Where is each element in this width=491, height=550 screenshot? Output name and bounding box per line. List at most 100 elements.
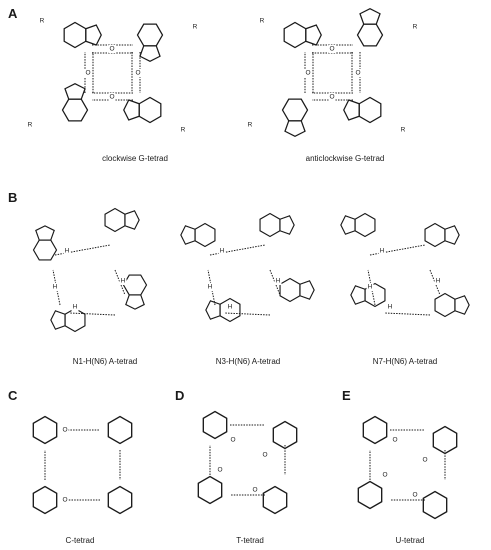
adenine-base (259, 212, 295, 238)
adenine-base (104, 207, 140, 233)
adenine-base (32, 225, 58, 261)
panel-letter-c: C (8, 388, 18, 403)
r-group-label: R (413, 24, 418, 31)
six-ring (434, 292, 456, 318)
carbonyl-o-label: O (252, 487, 257, 494)
six-ring (107, 415, 133, 445)
carbonyl-o-label: O (62, 427, 67, 434)
adenine-base (180, 222, 216, 248)
carbonyl-o-label: O (85, 70, 90, 77)
amine-h-label: H (276, 278, 281, 285)
six-ring (362, 415, 388, 445)
atom-mask (274, 277, 282, 285)
panel-letter-e: E (342, 388, 351, 403)
guanine-base (61, 83, 89, 122)
r-group-label: R (260, 18, 265, 25)
six-ring (358, 96, 382, 124)
atom-mask (63, 247, 71, 255)
pyrimidine-base (262, 485, 288, 515)
hydrogen-bond (209, 244, 266, 256)
atom-mask (328, 45, 336, 53)
carbonyl-o-label: O (382, 472, 387, 479)
atom-mask (246, 121, 254, 129)
adenine-base (122, 274, 148, 310)
pyrimidine-base (272, 420, 298, 450)
atom-mask (51, 283, 59, 291)
adenine-base (434, 292, 470, 318)
five-ring (284, 120, 306, 137)
adenine-base (205, 297, 241, 323)
caption-u-tetrad: U-tetrad (395, 536, 425, 545)
amine-h-label: H (220, 248, 225, 255)
atom-mask (108, 93, 116, 101)
five-ring (50, 310, 66, 330)
atom-mask (179, 126, 187, 134)
pyrimidine-base (32, 485, 58, 515)
atom-mask (61, 426, 69, 434)
six-ring (104, 207, 126, 233)
atom-mask (421, 456, 429, 464)
guanine-base (136, 23, 164, 62)
six-ring (197, 475, 223, 505)
five-ring (340, 215, 356, 235)
adenine-base (424, 222, 460, 248)
guanine-base (343, 96, 382, 124)
carbonyl-o-label: O (262, 452, 267, 459)
guanine-base (356, 8, 384, 47)
atom-mask (226, 303, 234, 311)
pyrimidine-base (422, 490, 448, 520)
hydrogen-bond (369, 244, 426, 256)
caption-clockwise-g-tetrad: clockwise G-tetrad (102, 154, 168, 163)
five-ring (305, 24, 322, 46)
hydrogen-bond (207, 269, 216, 306)
six-ring (259, 212, 281, 238)
six-ring (63, 21, 87, 49)
five-ring (343, 99, 360, 121)
carbonyl-o-label: O (392, 437, 397, 444)
amine-h-label: H (121, 278, 126, 285)
five-ring (454, 295, 470, 315)
amine-h-label: H (380, 248, 385, 255)
adenine-base (340, 212, 376, 238)
five-ring (350, 285, 366, 305)
carbonyl-o-label: O (109, 94, 114, 101)
five-ring (444, 225, 460, 245)
hydrogen-bond (69, 312, 116, 316)
adenine-base (50, 307, 86, 333)
carbonyl-o-label: O (412, 492, 417, 499)
six-ring (262, 485, 288, 515)
atom-mask (251, 486, 259, 494)
atom-mask (411, 23, 419, 31)
atom-mask (216, 466, 224, 474)
five-ring (125, 294, 145, 310)
atom-mask (378, 247, 386, 255)
amine-h-label: H (388, 304, 393, 311)
pyrimidine-base (362, 415, 388, 445)
six-ring (281, 98, 309, 122)
hydrogen-bond (54, 244, 111, 256)
atom-mask (391, 436, 399, 444)
hydrogen-bond (269, 269, 281, 296)
r-group-label: R (401, 127, 406, 134)
hydrogen-bond (52, 269, 61, 306)
guanine-base (63, 21, 102, 49)
five-ring (64, 83, 86, 100)
r-group-label: R (193, 24, 198, 31)
pyrimidine-base (107, 415, 133, 445)
r-group-label: R (40, 18, 45, 25)
atom-mask (354, 69, 362, 77)
atom-mask (366, 283, 374, 291)
five-ring (279, 215, 295, 235)
carbonyl-o-label: O (217, 467, 222, 474)
c-tetrad-structure: OO (32, 415, 133, 515)
carbonyl-o-label: O (62, 497, 67, 504)
atom-mask (134, 69, 142, 77)
five-ring (359, 8, 381, 25)
amine-h-label: H (53, 284, 58, 291)
five-ring (299, 280, 315, 300)
guanine-base (283, 21, 322, 49)
adenine-base (279, 277, 315, 303)
carbonyl-o-label: O (355, 70, 360, 77)
